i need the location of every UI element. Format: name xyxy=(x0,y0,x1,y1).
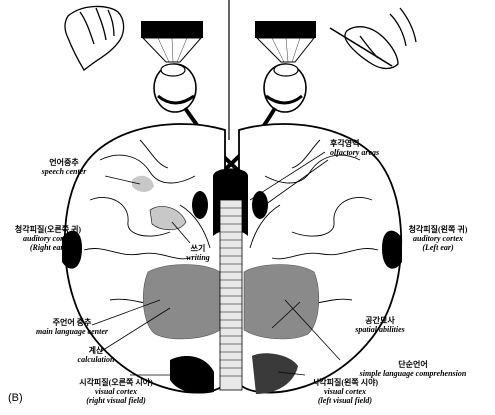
spatial-abilities-area xyxy=(244,265,319,339)
speech-center-ko: 언어중추 xyxy=(22,158,106,167)
olfactory-bulb-left xyxy=(252,191,268,219)
simple-language-ko: 단순언어 xyxy=(334,360,492,369)
right-visual-stimulus xyxy=(255,21,316,38)
simple-language-en: simple language comprehension xyxy=(334,369,492,378)
calculation-label: 계산 calculation xyxy=(68,346,124,364)
visual-right-en: visual cortex xyxy=(60,387,172,396)
left-visual-stimulus xyxy=(141,21,203,38)
right-eye xyxy=(264,64,306,112)
simple-language-label: 단순언어 simple language comprehension xyxy=(334,360,492,378)
writing-en: writing xyxy=(178,253,218,262)
speech-center-en: speech center xyxy=(22,167,106,176)
auditory-right-en: auditory cortex xyxy=(0,234,96,243)
visual-left-label: 시각피질(왼쪽 시야) visual cortex (left visual f… xyxy=(290,378,400,405)
left-eye xyxy=(154,64,196,112)
writing-label: 쓰기 writing xyxy=(178,244,218,262)
visual-right-label: 시각피질(오른쪽 시야) visual cortex (right visual… xyxy=(60,378,172,405)
main-language-label: 주언어 중추 main language center xyxy=(20,318,124,336)
spatial-ko: 공간묘사 xyxy=(336,316,424,325)
olfactory-en: olfactory areas xyxy=(330,148,379,157)
auditory-left-en: auditory cortex xyxy=(388,234,488,243)
auditory-left-label: 청각피질(왼쪽 귀) auditory cortex (Left ear) xyxy=(388,225,488,252)
writing-ko: 쓰기 xyxy=(178,244,218,253)
olfactory-label: 후각영역 olfactory areas xyxy=(330,139,379,157)
visual-left-ko: 시각피질(왼쪽 시야) xyxy=(290,378,400,387)
auditory-left-en2: (Left ear) xyxy=(388,243,488,252)
visual-right-en2: (right visual field) xyxy=(60,396,172,405)
main-language-ko: 주언어 중추 xyxy=(20,318,124,327)
visual-right-ko: 시각피질(오른쪽 시야) xyxy=(60,378,172,387)
auditory-right-en2: (Right ear) xyxy=(0,243,96,252)
left-hemisphere xyxy=(239,124,401,393)
panel-label: (B) xyxy=(8,392,23,404)
right-hand-drawing xyxy=(330,8,416,69)
left-hand-drawing xyxy=(65,6,124,70)
calculation-ko: 계산 xyxy=(68,346,124,355)
spatial-en: spatial abilities xyxy=(336,325,424,334)
speech-center-label: 언어중추 speech center xyxy=(22,158,106,176)
visual-left-en: visual cortex xyxy=(290,387,400,396)
auditory-left-ko: 청각피질(왼쪽 귀) xyxy=(388,225,488,234)
visual-left-en2: (left visual field) xyxy=(290,396,400,405)
spatial-label: 공간묘사 spatial abilities xyxy=(336,316,424,334)
olfactory-ko: 후각영역 xyxy=(330,139,379,148)
olfactory-bulb-right xyxy=(192,191,208,219)
corpus-callosum xyxy=(220,200,242,390)
right-visual-cone xyxy=(257,38,314,62)
auditory-right-ko: 청각피질(오른쪽 귀) xyxy=(0,225,96,234)
auditory-right-label: 청각피질(오른쪽 귀) auditory cortex (Right ear) xyxy=(0,225,96,252)
calculation-en: calculation xyxy=(68,355,124,364)
main-language-en: main language center xyxy=(20,327,124,336)
